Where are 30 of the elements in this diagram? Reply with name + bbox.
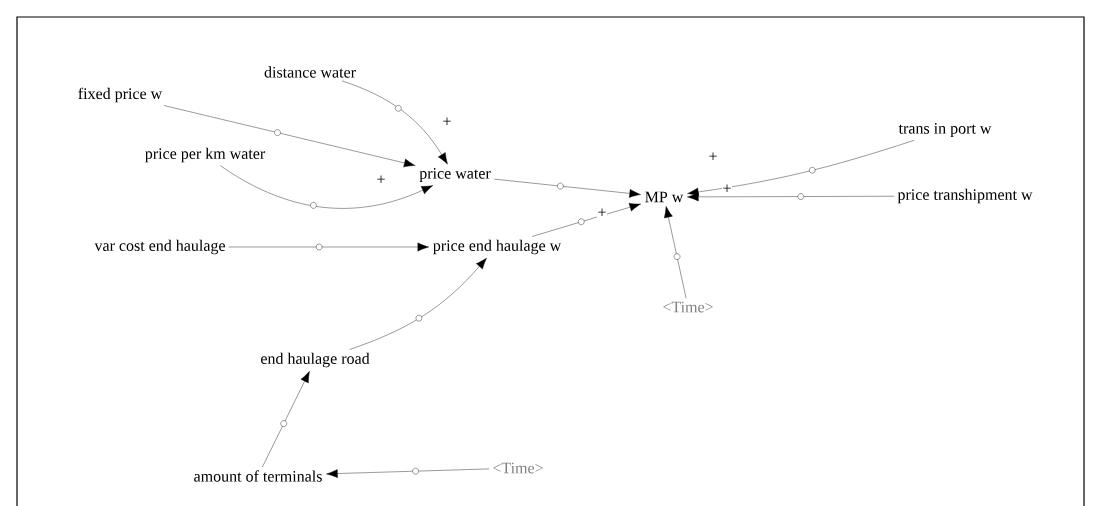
arrow xyxy=(326,467,490,478)
variable-label: trans in port w xyxy=(898,123,992,137)
arrow xyxy=(349,257,487,350)
variable-label: price transhipment w xyxy=(897,188,1033,204)
arrow xyxy=(219,165,434,209)
arrow xyxy=(687,140,915,197)
variable-label: fixed price w xyxy=(78,87,163,103)
polarity-sign: + xyxy=(376,175,386,185)
arrow xyxy=(664,206,687,299)
variable-label: MP w xyxy=(645,191,684,203)
arrow xyxy=(163,105,416,168)
polarity-sign: + xyxy=(722,184,732,194)
variable-label: distance water xyxy=(264,66,356,78)
variable-label: price end haulage w xyxy=(433,239,562,255)
polarity-sign: + xyxy=(442,117,452,127)
variable-label: <Time> xyxy=(663,301,713,313)
arrow xyxy=(228,242,429,252)
arrow xyxy=(531,202,641,237)
polarity-sign: + xyxy=(708,152,718,162)
arrow xyxy=(262,371,310,468)
variable-label: price water xyxy=(419,168,491,182)
arrow xyxy=(341,80,448,165)
polarity-sign: + xyxy=(597,208,607,218)
arrow xyxy=(493,178,641,198)
variable-label: <Time> xyxy=(493,462,543,474)
variable-label: end haulage road xyxy=(261,352,370,368)
variable-label: price per km water xyxy=(145,147,266,163)
variable-label: amount of terminals xyxy=(194,470,322,482)
variable-label: var cost end haulage xyxy=(94,239,225,255)
arrow xyxy=(687,192,895,202)
